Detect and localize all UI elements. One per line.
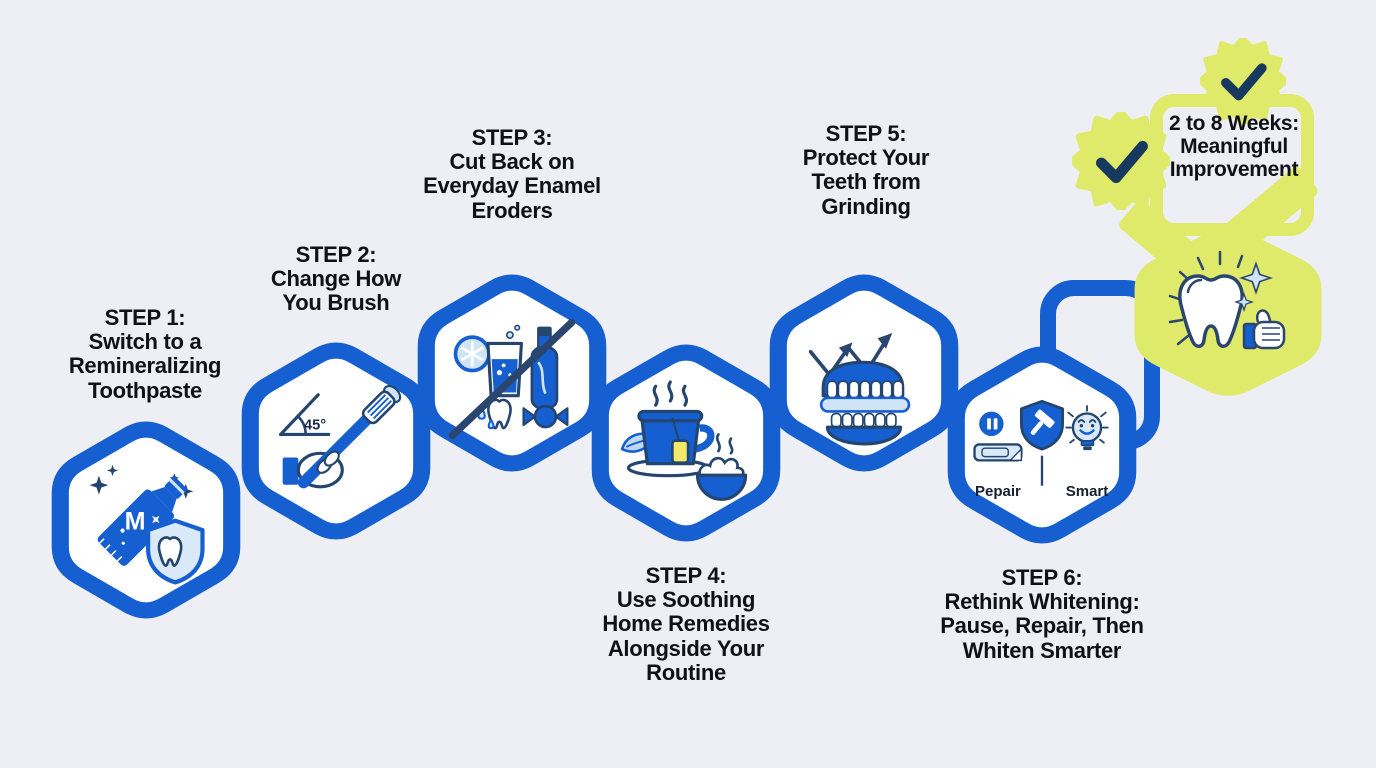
step-1-label: STEP 1: Switch to a Remineralizing Tooth… [20, 305, 270, 403]
step-4-label: STEP 4: Use Soothing Home Remedies Along… [561, 563, 811, 685]
cup-handle [694, 424, 715, 453]
tea-cup [640, 419, 701, 466]
toothpaste-shield-tooth-icon: M [89, 464, 205, 585]
step-3-label: STEP 3: Cut Back on Everyday Enamel Erod… [387, 125, 637, 223]
tea-bag-tag [671, 439, 690, 464]
tea-cup-remedy-icon [620, 380, 748, 501]
step-5-title: STEP 5: [825, 121, 907, 146]
result-label: 2 to 8 Weeks: Meaningful Improvement [1169, 112, 1299, 182]
step-6-label: STEP 6: Rethink Whitening: Pause, Repair… [907, 565, 1177, 663]
toothpaste-letter: M [125, 508, 146, 536]
toothbrush-head [361, 385, 402, 425]
smart-bulb-icon [1071, 412, 1103, 443]
smart-label: Smart [1066, 483, 1109, 500]
sleeve-cuff [282, 457, 299, 485]
toothbrush-45-degree-icon: 45° [278, 385, 402, 489]
step-2-title: STEP 2: [295, 242, 377, 267]
step-3-title: STEP 3: [471, 125, 553, 150]
step-1-title: STEP 1: [104, 305, 186, 330]
pause-repair-smart-icon: Pepair Smart [973, 399, 1109, 500]
no-slash [448, 318, 576, 440]
cream-swirl [698, 456, 745, 477]
pause-label: Pepair [975, 483, 1021, 500]
tooth-icon [157, 536, 183, 567]
candy [533, 404, 558, 429]
tooth-icon [1178, 274, 1244, 348]
remedy-bowl [695, 473, 748, 501]
step-6-title: STEP 6: [1001, 565, 1083, 590]
pause-icon [979, 411, 1004, 436]
toothbrush-handle [297, 412, 375, 489]
lower-gum [825, 425, 903, 446]
thumbs-up-icon [1242, 309, 1286, 350]
no-acidic-food-drink-icon [448, 318, 576, 440]
step-2-label: STEP 2: Change How You Brush [221, 242, 451, 316]
step-5-label: STEP 5: Protect Your Teeth from Grinding [751, 121, 981, 219]
sparkling-tooth-thumbs-up-icon [1168, 250, 1286, 350]
mouthguard-teeth-icon [808, 333, 911, 446]
mouthguard-band [819, 396, 911, 413]
toothpaste-tube: M [97, 476, 187, 566]
angle-label: 45° [304, 417, 326, 433]
hammer-icon [1030, 409, 1055, 435]
step-4-title: STEP 4: [645, 563, 727, 588]
